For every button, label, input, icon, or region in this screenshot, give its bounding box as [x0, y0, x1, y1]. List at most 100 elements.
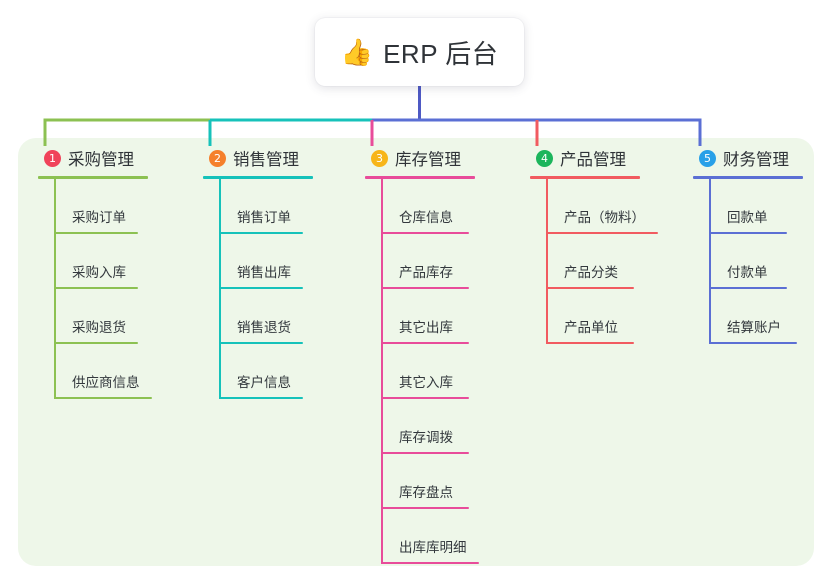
thumbs-up-icon: 👍 [340, 37, 374, 67]
branch-spine-1 [54, 179, 56, 399]
leaf-node[interactable]: 采购退货 [54, 289, 188, 344]
branch-badge-1: 1 [44, 149, 61, 167]
branch-title-1: 采购管理 [68, 151, 134, 169]
branch-header-rule-4 [530, 176, 640, 179]
leaf-node[interactable]: 销售出库 [219, 234, 353, 289]
leaf-node-rule [546, 342, 634, 344]
leaf-node[interactable]: 采购入库 [54, 234, 188, 289]
root-node-card[interactable]: 👍 ERP 后台 [315, 18, 524, 86]
leaf-node[interactable]: 仓库信息 [381, 179, 515, 234]
leaf-node[interactable]: 客户信息 [219, 344, 353, 399]
leaf-node-label: 采购订单 [72, 210, 126, 225]
leaf-node-rule [54, 232, 138, 234]
leaf-node-rule [381, 562, 479, 564]
branch-header-rule-3 [365, 176, 475, 179]
leaf-node[interactable]: 采购订单 [54, 179, 188, 234]
branch-header-2[interactable]: 2 销售管理 [203, 146, 353, 170]
branch-spine-2 [219, 179, 221, 399]
leaf-node[interactable]: 回款单 [709, 179, 839, 234]
branch-badge-5: 5 [699, 149, 716, 167]
leaf-node[interactable]: 供应商信息 [54, 344, 188, 399]
branch-spine-5 [709, 179, 711, 344]
leaf-node-label: 产品分类 [564, 265, 618, 280]
branch-title-3: 库存管理 [395, 151, 461, 169]
leaf-node[interactable]: 销售订单 [219, 179, 353, 234]
leaf-node-label: 库存盘点 [399, 485, 453, 500]
leaf-node-label: 其它出库 [399, 320, 453, 335]
leaf-node[interactable]: 结算账户 [709, 289, 839, 344]
leaf-node-rule [381, 232, 469, 234]
leaf-node-rule [219, 287, 303, 289]
branch-header-1[interactable]: 1 采购管理 [38, 146, 188, 170]
root-node-title: ERP 后台 [383, 38, 499, 69]
leaf-node[interactable]: 产品单位 [546, 289, 680, 344]
leaf-node[interactable]: 产品分类 [546, 234, 680, 289]
leaf-node[interactable]: 付款单 [709, 234, 839, 289]
leaf-node-label: 采购退货 [72, 320, 126, 335]
leaf-node-rule [54, 287, 138, 289]
leaf-node-rule [381, 287, 469, 289]
leaf-node-label: 产品（物料） [564, 210, 645, 225]
branch-header-rule-5 [693, 176, 803, 179]
branch-badge-2: 2 [209, 149, 226, 167]
leaf-node-label: 出库库明细 [399, 540, 467, 555]
leaf-node-label: 仓库信息 [399, 210, 453, 225]
leaf-node[interactable]: 销售退货 [219, 289, 353, 344]
leaf-node[interactable]: 库存调拨 [381, 399, 515, 454]
leaf-node-rule [219, 232, 303, 234]
branch-items-1: 采购订单采购入库采购退货供应商信息 [38, 179, 188, 399]
leaf-node-rule [381, 507, 469, 509]
diagram-background-panel [18, 138, 814, 566]
leaf-node-rule [219, 342, 303, 344]
leaf-node-label: 产品单位 [564, 320, 618, 335]
branch-header-5[interactable]: 5 财务管理 [693, 146, 839, 170]
leaf-node[interactable]: 出库库明细 [381, 509, 515, 564]
leaf-node-label: 付款单 [727, 265, 768, 280]
branch-header-rule-1 [38, 176, 148, 179]
leaf-node[interactable]: 产品库存 [381, 234, 515, 289]
leaf-node-rule [381, 397, 469, 399]
leaf-node-rule [54, 397, 152, 399]
leaf-node[interactable]: 产品（物料） [546, 179, 680, 234]
branch-column-1: 1 采购管理采购订单采购入库采购退货供应商信息 [38, 146, 188, 399]
leaf-node-rule [219, 397, 303, 399]
leaf-node-rule [709, 232, 787, 234]
branch-items-2: 销售订单销售出库销售退货客户信息 [203, 179, 353, 399]
branch-header-4[interactable]: 4 产品管理 [530, 146, 680, 170]
branch-header-3[interactable]: 3 库存管理 [365, 146, 515, 170]
leaf-node-rule [709, 342, 797, 344]
leaf-node-rule [381, 452, 469, 454]
leaf-node-rule [709, 287, 787, 289]
branch-column-5: 5 财务管理回款单付款单结算账户 [693, 146, 839, 344]
leaf-node-label: 结算账户 [727, 320, 781, 335]
branch-badge-3: 3 [371, 149, 388, 167]
leaf-node-label: 库存调拨 [399, 430, 453, 445]
branch-header-rule-2 [203, 176, 313, 179]
branch-title-4: 产品管理 [560, 151, 626, 169]
leaf-node-label: 产品库存 [399, 265, 453, 280]
leaf-node-label: 客户信息 [237, 375, 291, 390]
leaf-node-rule [54, 342, 138, 344]
branch-column-4: 4 产品管理产品（物料） 产品分类产品单位 [530, 146, 680, 344]
leaf-node[interactable]: 其它出库 [381, 289, 515, 344]
branch-title-2: 销售管理 [233, 151, 299, 169]
leaf-node[interactable]: 库存盘点 [381, 454, 515, 509]
branch-items-5: 回款单付款单结算账户 [693, 179, 839, 344]
branch-column-3: 3 库存管理仓库信息产品库存其它出库其它入库库存调拨库存盘点出库库明细 [365, 146, 515, 564]
leaf-node-label: 销售退货 [237, 320, 291, 335]
leaf-node-label: 销售出库 [237, 265, 291, 280]
leaf-node-rule [546, 287, 634, 289]
branch-spine-3 [381, 179, 383, 564]
leaf-node-label: 回款单 [727, 210, 768, 225]
branch-items-3: 仓库信息产品库存其它出库其它入库库存调拨库存盘点出库库明细 [365, 179, 515, 564]
branch-spine-4 [546, 179, 548, 344]
branch-column-2: 2 销售管理销售订单销售出库销售退货客户信息 [203, 146, 353, 399]
branch-title-5: 财务管理 [723, 151, 789, 169]
branch-badge-4: 4 [536, 149, 553, 167]
branch-items-4: 产品（物料） 产品分类产品单位 [530, 179, 680, 344]
leaf-node-rule [381, 342, 469, 344]
leaf-node[interactable]: 其它入库 [381, 344, 515, 399]
leaf-node-label: 采购入库 [72, 265, 126, 280]
leaf-node-label: 供应商信息 [72, 375, 140, 390]
